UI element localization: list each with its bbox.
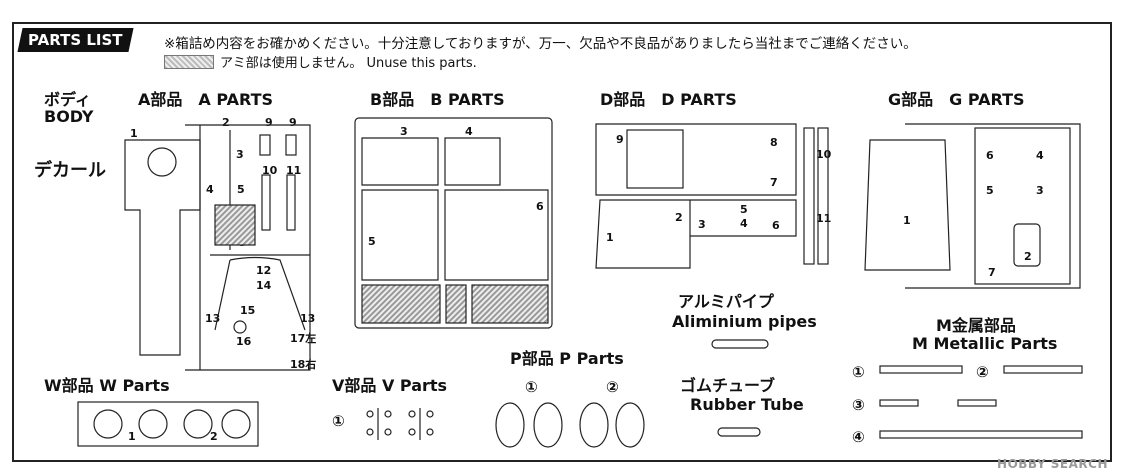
mesh-note: アミ部は使用しません。 Unuse this parts. <box>164 52 477 71</box>
a-num: 11 <box>286 164 302 177</box>
m-num: ③ <box>852 396 865 414</box>
w-num: 2 <box>210 430 218 443</box>
g-num: 7 <box>988 266 996 279</box>
a-num: 15 <box>240 304 256 317</box>
p-num: ① <box>525 378 538 396</box>
body-label-en: BODY <box>44 107 94 126</box>
d-num: 6 <box>772 219 780 232</box>
mesh-note-text: アミ部は使用しません。 Unuse this parts. <box>220 56 477 71</box>
g-num: 5 <box>986 184 994 197</box>
p-tires <box>495 402 645 448</box>
v-parts-label: V部品 V Parts <box>332 376 448 395</box>
d-num: 7 <box>770 176 778 189</box>
g-num: 2 <box>1024 250 1032 263</box>
w-sprue <box>77 401 259 447</box>
a-num: 13 <box>300 312 316 325</box>
p-parts-label: P部品 P Parts <box>510 349 624 368</box>
g-num: 3 <box>1036 184 1044 197</box>
g-num: 6 <box>986 149 994 162</box>
b-num: 3 <box>400 125 408 138</box>
a-num: 14 <box>256 279 272 292</box>
b-num: 6 <box>536 200 544 213</box>
d-sprue <box>595 123 797 269</box>
d-parts-label: D部品 D PARTS <box>600 90 737 109</box>
a-num: 3 <box>236 148 244 161</box>
rubber-tube <box>717 427 761 437</box>
notice-text: ※箱詰め内容をお確かめください。十分注意しておりますが、万一、欠品や不良品があり… <box>164 36 917 52</box>
m-num: ① <box>852 363 865 381</box>
d-num: 4 <box>740 217 748 230</box>
g-sprue <box>905 123 1081 289</box>
a-num: 4 <box>206 183 214 196</box>
metal-part-1 <box>879 365 963 374</box>
b-sprue <box>354 117 553 329</box>
g-parts-label: G部品 G PARTS <box>888 90 1025 109</box>
metal-part-3a <box>879 399 919 407</box>
body-label-jp: ボディ <box>44 90 91 109</box>
a-mesh-area <box>214 204 256 246</box>
body-chassis <box>124 139 201 356</box>
watermark: HOBBY SEARCH <box>997 457 1108 471</box>
d-num: 3 <box>698 218 706 231</box>
rubber-tube-label-jp: ゴムチューブ <box>680 376 776 395</box>
w-parts-label: W部品 W Parts <box>44 376 170 395</box>
a-num: 1 <box>130 127 138 140</box>
rubber-tube-label-en: Rubber Tube <box>690 395 804 414</box>
parts-list-frame <box>12 22 1112 462</box>
b-num: 5 <box>368 235 376 248</box>
g-num: 1 <box>903 214 911 227</box>
metal-part-3b <box>957 399 997 407</box>
a-num: 10 <box>262 164 278 177</box>
decal-label: デカール <box>34 160 106 181</box>
a-sprue-frame <box>185 124 311 371</box>
v-sprue <box>366 408 434 440</box>
p-num: ② <box>606 378 619 396</box>
body-hole <box>147 147 177 177</box>
alu-pipes-label-jp: アルミパイプ <box>678 292 774 311</box>
d-num: 9 <box>616 133 624 146</box>
d-num: 8 <box>770 136 778 149</box>
metal-parts-label-jp: M金属部品 <box>936 316 1016 335</box>
a-num: 9 <box>289 116 297 129</box>
d-num: 1 <box>606 231 614 244</box>
alu-pipe <box>711 339 769 349</box>
v-num: ① <box>332 412 345 430</box>
a-num: 12 <box>256 264 272 277</box>
b-parts-label: B部品 B PARTS <box>370 90 505 109</box>
m-num: ④ <box>852 428 865 446</box>
g-body-shell <box>864 139 951 271</box>
g-num: 4 <box>1036 149 1044 162</box>
a-num: 16 <box>236 335 252 348</box>
a-parts-label: A部品 A PARTS <box>138 90 274 109</box>
a-num: 9 <box>265 116 273 129</box>
d-num: 5 <box>740 203 748 216</box>
d-num: 2 <box>675 211 683 224</box>
metal-parts-label-en: M Metallic Parts <box>912 334 1058 353</box>
metal-part-2 <box>1003 365 1083 374</box>
b-num: 4 <box>465 125 473 138</box>
alu-pipes-label-en: Aliminium pipes <box>672 312 817 331</box>
mesh-swatch <box>164 54 214 69</box>
metal-part-4 <box>879 430 1083 439</box>
m-num: ② <box>976 363 989 381</box>
a-num: 5 <box>237 183 245 196</box>
a-num: 2 <box>222 116 230 129</box>
b-mesh-area <box>361 284 441 324</box>
w-num: 1 <box>128 430 136 443</box>
